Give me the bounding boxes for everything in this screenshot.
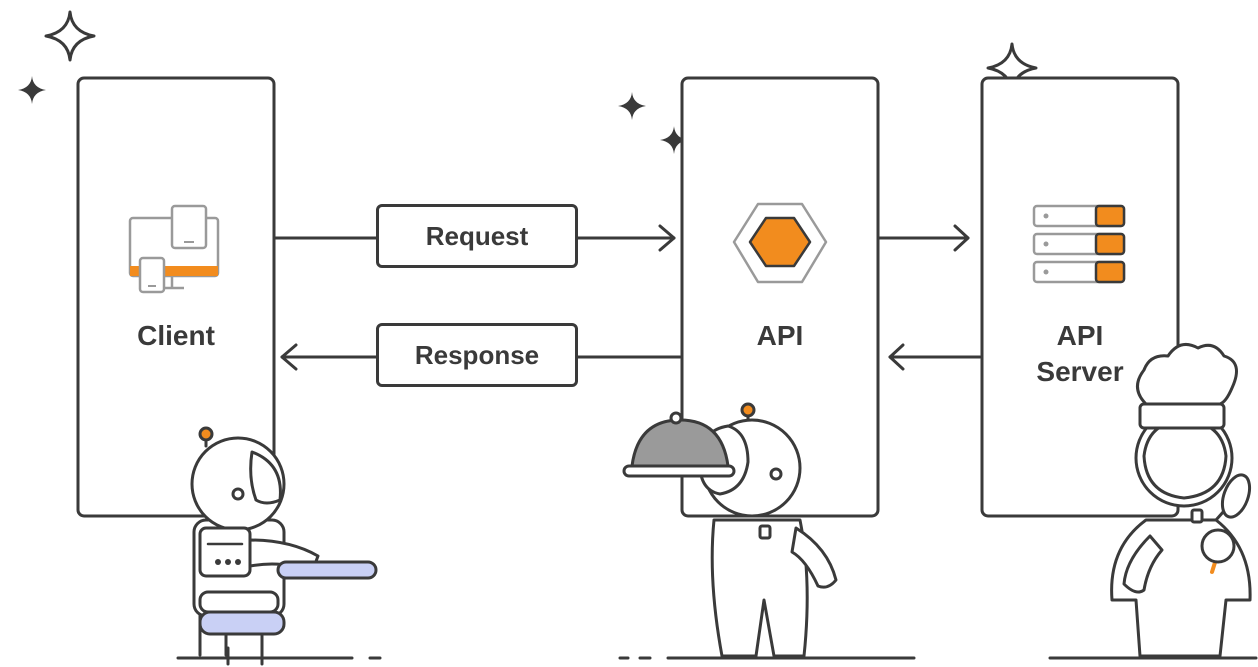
sparkle-icon bbox=[618, 92, 646, 120]
response-edge-label: Response bbox=[376, 323, 578, 387]
sparkle-icon bbox=[18, 76, 46, 104]
api-label: API bbox=[756, 320, 804, 351]
server-stack-icon bbox=[1032, 204, 1126, 284]
api-to-server-arrowhead bbox=[953, 224, 970, 252]
devices-icon bbox=[128, 204, 220, 294]
request-edge-label: Request bbox=[376, 204, 578, 268]
server-to-api-arrowhead bbox=[888, 343, 905, 371]
hexagon-icon bbox=[732, 202, 828, 284]
api-server-box bbox=[980, 76, 1180, 518]
sparkle-icon bbox=[660, 126, 688, 154]
api-box bbox=[680, 76, 880, 518]
sparkle-icon bbox=[44, 10, 96, 62]
astronaut-chef-illustration bbox=[1110, 342, 1252, 658]
response-arrowhead bbox=[280, 343, 298, 371]
api-server-label-line2: Server bbox=[1036, 356, 1124, 387]
client-box bbox=[76, 76, 276, 518]
request-arrowhead bbox=[658, 224, 676, 252]
client-label: Client bbox=[137, 320, 215, 351]
api-server-label-line1: API bbox=[1056, 320, 1104, 351]
astronaut-client-illustration bbox=[190, 426, 378, 666]
astronaut-waiter-illustration bbox=[622, 402, 838, 658]
